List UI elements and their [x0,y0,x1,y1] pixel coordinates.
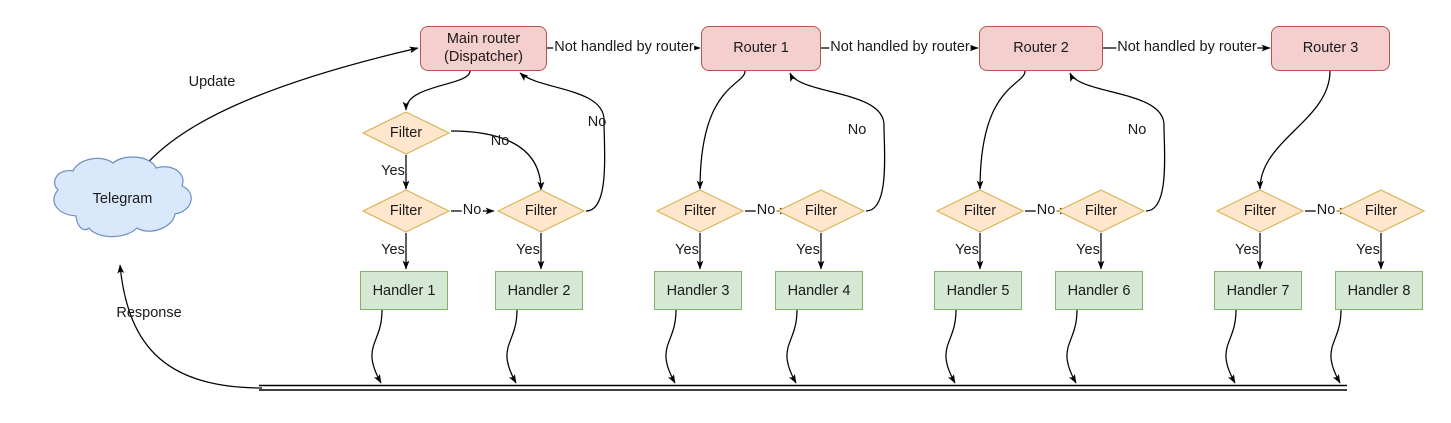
handler-7-label: Handler 7 [1226,282,1290,299]
handler-1-label: Handler 1 [372,282,436,299]
filter-8-label: Filter [1364,203,1398,219]
node-handler-4[interactable]: Handler 4 [775,271,863,310]
node-handler-3[interactable]: Handler 3 [654,271,742,310]
edge-label-no-0c: No [587,114,607,131]
filter-7-label: Filter [1243,203,1277,219]
filter-2-label: Filter [524,203,558,219]
edge-handler6-to-bus [1066,309,1078,384]
edge-handler5-to-bus [945,309,957,384]
edge-label-yes-3: Yes [675,242,699,259]
diamond-shape [655,189,745,233]
node-filter-0[interactable]: Filter [361,111,451,155]
node-router-2[interactable]: Router 2 [979,26,1103,71]
edge-label-yes-4: Yes [796,242,820,259]
edge-label-yes-2: Yes [516,242,540,259]
edge-label-no-0b: No [461,202,483,219]
handler-5-label: Handler 5 [946,282,1010,299]
edge-label-response: Response [116,305,182,322]
edge-handler4-to-bus [786,309,798,384]
edge-label-not-handled-1: Not handled by router [553,39,695,56]
edge-label-no-2a: No [1035,202,1057,219]
diamond-shape [1215,189,1305,233]
telegram-label: Telegram [92,191,153,207]
handler-8-label: Handler 8 [1347,282,1411,299]
handler-3-label: Handler 3 [666,282,730,299]
node-handler-2[interactable]: Handler 2 [495,271,583,310]
edge-label-no-3a: No [1315,202,1337,219]
edge-label-yes-6: Yes [1076,242,1100,259]
handler-4-label: Handler 4 [787,282,851,299]
edge-router2-to-filter5 [976,70,1026,190]
edge-label-no-1a: No [755,202,777,219]
main-router-line2: (Dispatcher) [444,48,523,65]
edge-label-yes-0: Yes [381,163,405,180]
filter-5-label: Filter [963,203,997,219]
edge-handler3-to-bus [665,309,677,384]
filter-3-label: Filter [683,203,717,219]
router-3-label: Router 3 [1302,39,1359,56]
edge-label-no-2b: No [1127,122,1147,139]
router-2-label: Router 2 [1013,39,1069,56]
node-filter-7[interactable]: Filter [1215,189,1305,233]
router-1-label: Router 1 [733,39,789,56]
filter-4-label: Filter [804,203,838,219]
node-filter-2[interactable]: Filter [496,189,586,233]
node-handler-8[interactable]: Handler 8 [1335,271,1423,310]
node-handler-5[interactable]: Handler 5 [934,271,1022,310]
node-filter-6[interactable]: Filter [1056,189,1146,233]
node-filter-5[interactable]: Filter [935,189,1025,233]
main-router-line1: Main router [446,31,521,48]
node-filter-4[interactable]: Filter [776,189,866,233]
node-filter-8[interactable]: Filter [1336,189,1426,233]
node-router-1[interactable]: Router 1 [701,26,821,71]
filter-1-label: Filter [389,203,423,219]
telegram-cloud[interactable]: Telegram [45,156,200,242]
node-filter-1[interactable]: Filter [361,189,451,233]
edge-label-update: Update [188,74,236,91]
edge-router1-to-filter3 [696,70,746,190]
edge-handler7-to-bus [1225,309,1237,384]
edge-label-not-handled-2: Not handled by router [829,39,971,56]
edge-label-yes-7: Yes [1235,242,1259,259]
handler-6-label: Handler 6 [1067,282,1131,299]
edge-handler2-to-bus [506,309,518,384]
edge-router3-to-filter7 [1256,70,1331,190]
response-bus [259,384,1347,391]
node-handler-6[interactable]: Handler 6 [1055,271,1143,310]
filter-6-label: Filter [1084,203,1118,219]
edge-handler8-to-bus [1330,309,1342,384]
node-handler-7[interactable]: Handler 7 [1214,271,1302,310]
handler-2-label: Handler 2 [507,282,571,299]
edge-label-no-0a: No [490,133,510,150]
edge-label-yes-5: Yes [955,242,979,259]
node-main-router[interactable]: Main router (Dispatcher) [420,26,547,71]
diamond-shape [1336,189,1426,233]
edge-handler1-to-bus [371,309,383,384]
diamond-shape [935,189,1025,233]
edge-response-to-telegram [117,264,263,389]
edge-label-not-handled-3: Not handled by router [1116,39,1258,56]
edge-label-yes-8: Yes [1356,242,1380,259]
edge-mainrouter-to-filter0 [402,70,471,111]
edge-label-yes-1: Yes [381,242,405,259]
filter-0-label: Filter [389,125,423,141]
edge-label-no-1b: No [847,122,867,139]
node-handler-1[interactable]: Handler 1 [360,271,448,310]
node-filter-3[interactable]: Filter [655,189,745,233]
node-router-3[interactable]: Router 3 [1271,26,1390,71]
